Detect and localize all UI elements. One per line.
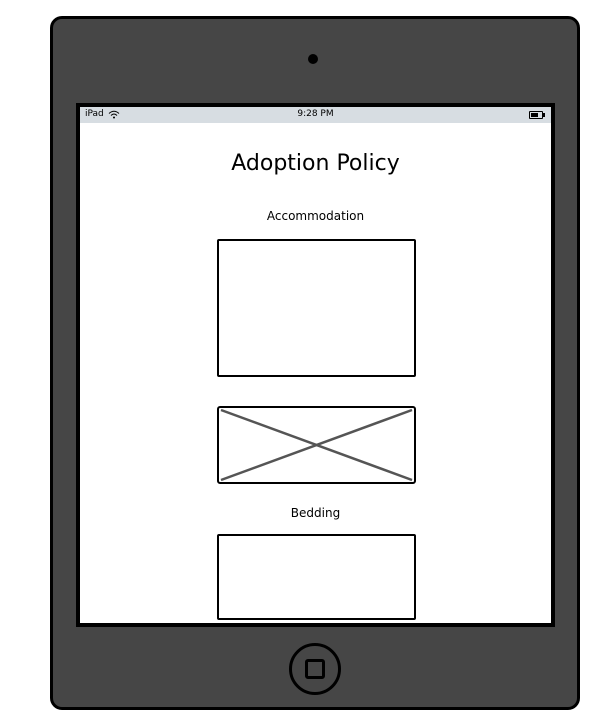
- page-title: Adoption Policy: [231, 151, 400, 176]
- home-square-icon: [305, 659, 325, 679]
- home-button[interactable]: [289, 643, 341, 695]
- status-time: 9:28 PM: [297, 109, 334, 119]
- wifi-icon: [108, 110, 120, 118]
- battery-fill: [531, 113, 538, 117]
- bedding-content-box: [217, 534, 416, 620]
- camera-icon: [308, 54, 318, 64]
- status-left-group: iPad: [85, 109, 120, 119]
- image-placeholder: [217, 406, 416, 484]
- accommodation-content-box: [217, 239, 416, 377]
- status-bar: iPad 9:28 PM: [80, 107, 551, 123]
- section-label-bedding: Bedding: [290, 506, 341, 520]
- ipad-screen: iPad 9:28 PM Adoption Policy Accommodati…: [76, 103, 555, 627]
- device-label: iPad: [85, 109, 104, 119]
- section-label-accommodation: Accommodation: [266, 209, 365, 223]
- battery-icon: [529, 111, 545, 119]
- ipad-device-frame: iPad 9:28 PM Adoption Policy Accommodati…: [50, 16, 580, 710]
